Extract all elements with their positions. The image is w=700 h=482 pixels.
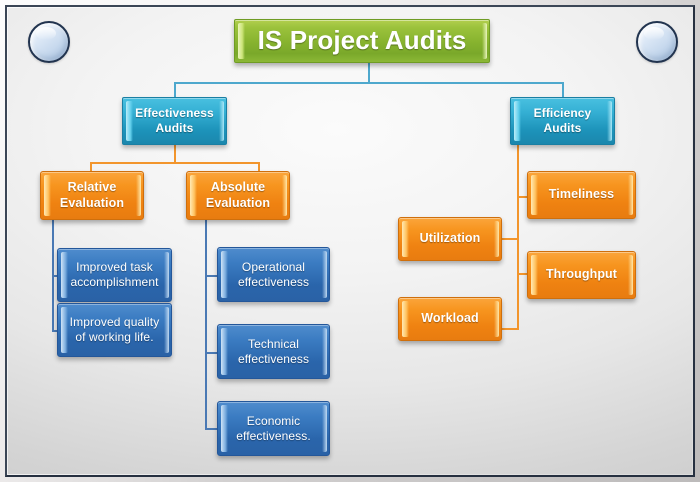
- node-efficiency-audits[interactable]: Efficiency Audits: [510, 97, 615, 145]
- connector-to-absolute: [258, 162, 260, 179]
- node-utilization-label: Utilization: [419, 231, 481, 246]
- diagram-surface: IS Project Audits Effectiveness Audits E…: [8, 8, 692, 474]
- node-utilization[interactable]: Utilization: [398, 217, 502, 261]
- node-root-label: IS Project Audits: [257, 25, 467, 56]
- node-improved-quality-label: Improved quality of working life.: [69, 315, 160, 344]
- connector-efficiency-spine: [517, 144, 519, 330]
- node-efficiency-audits-label: Efficiency Audits: [533, 106, 592, 135]
- node-effectiveness-audits-label: Effectiveness Audits: [135, 106, 214, 135]
- connector-absolute-branch-3: [205, 428, 225, 430]
- node-relative-evaluation-label: Relative Evaluation: [59, 180, 125, 210]
- connector-to-throughput: [517, 273, 528, 275]
- connector-absolute-branch-2: [205, 352, 225, 354]
- glossy-circle-icon-right: [636, 21, 678, 63]
- node-improved-quality-of-working-life[interactable]: Improved quality of working life.: [57, 303, 172, 357]
- node-workload-label: Workload: [421, 311, 479, 326]
- picture-frame-inner-border: [5, 5, 695, 477]
- node-relative-evaluation[interactable]: Relative Evaluation: [40, 171, 144, 220]
- node-technical-effectiveness-label: Technical effectiveness: [237, 336, 310, 366]
- node-improved-task-accomplishment-label: Improved task accomplishment: [70, 260, 159, 289]
- connector-absolute-branch-1: [205, 275, 225, 277]
- node-absolute-evaluation[interactable]: Absolute Evaluation: [186, 171, 290, 220]
- connector-to-timeliness: [517, 196, 528, 198]
- node-timeliness-label: Timeliness: [548, 187, 615, 202]
- node-throughput-label: Throughput: [545, 267, 618, 282]
- node-improved-task-accomplishment[interactable]: Improved task accomplishment: [57, 248, 172, 302]
- connector-absolute-spine: [205, 220, 207, 430]
- connector-to-relative: [90, 162, 92, 179]
- node-absolute-evaluation-label: Absolute Evaluation: [205, 180, 271, 210]
- connector-effectiveness-drop: [174, 144, 176, 163]
- connector-to-utilization: [498, 238, 519, 240]
- connector-to-efficiency: [562, 82, 564, 99]
- node-effectiveness-audits[interactable]: Effectiveness Audits: [122, 97, 227, 145]
- node-operational-effectiveness-label: Operational effectiveness: [237, 259, 310, 289]
- node-economic-effectiveness[interactable]: Economic effectiveness.: [217, 401, 330, 456]
- connector-to-effectiveness: [174, 82, 176, 99]
- connector-title-drop: [368, 60, 370, 83]
- connector-effectiveness-bus: [90, 162, 260, 164]
- connector-to-workload: [498, 328, 519, 330]
- node-workload[interactable]: Workload: [398, 297, 502, 341]
- glossy-circle-icon-left: [28, 21, 70, 63]
- connector-title-bus: [174, 82, 564, 84]
- node-operational-effectiveness[interactable]: Operational effectiveness: [217, 247, 330, 302]
- node-throughput[interactable]: Throughput: [527, 251, 636, 299]
- node-root-is-project-audits[interactable]: IS Project Audits: [234, 19, 490, 63]
- node-economic-effectiveness-label: Economic effectiveness.: [236, 413, 311, 443]
- node-timeliness[interactable]: Timeliness: [527, 171, 636, 219]
- node-technical-effectiveness[interactable]: Technical effectiveness: [217, 324, 330, 379]
